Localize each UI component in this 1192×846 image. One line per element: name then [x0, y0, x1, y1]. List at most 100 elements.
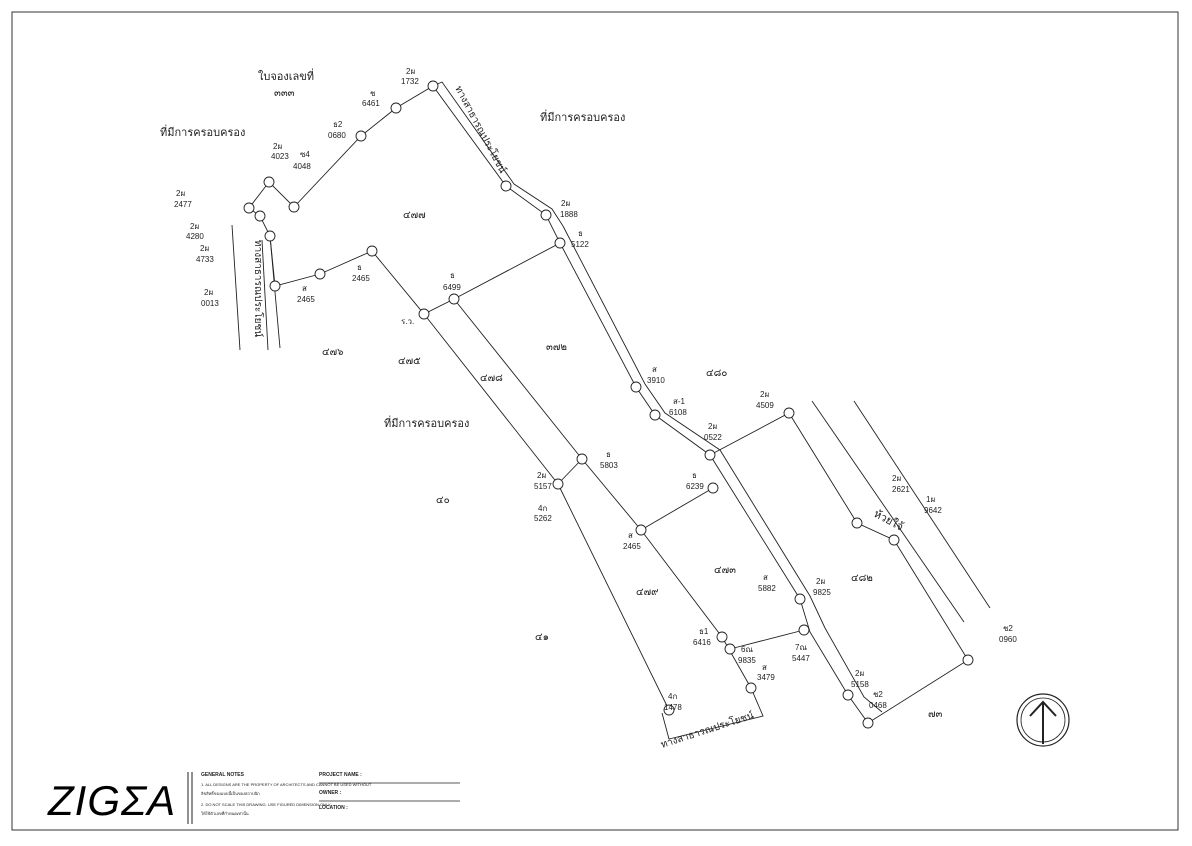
point-number: 5882	[758, 584, 776, 593]
point-number: 5447	[792, 654, 810, 663]
point-code: 2ผ	[561, 199, 570, 208]
point-number: 3479	[757, 673, 775, 682]
point-number: 2465	[623, 542, 641, 551]
point-code: ธ	[578, 229, 583, 238]
survey-point-markers	[243, 80, 974, 729]
point-number: 0468	[869, 701, 887, 710]
point-number: 2465	[352, 274, 370, 283]
possessed-label-left: ที่มีการครอบครอง	[160, 124, 245, 139]
parcel-number: ๔๑	[535, 632, 549, 643]
point-code: 2ผ	[176, 189, 185, 198]
point-code: 2ผ	[190, 222, 199, 231]
point-number: 4509	[756, 401, 774, 410]
point-number: 0522	[704, 433, 722, 442]
parcel-number: ๔๗๘	[480, 373, 503, 384]
point-code: 2ผ	[200, 244, 209, 253]
parcel-number: ๔๘๒	[851, 573, 873, 584]
point-number: 2465	[297, 295, 315, 304]
public-road-label-top: ทางสาธารณประโยชน์	[452, 83, 509, 175]
point-code: ช	[370, 89, 376, 98]
point-code: 2ผ	[816, 577, 825, 586]
point-number: 1888	[560, 210, 578, 219]
point-number: 4280	[186, 232, 204, 241]
point-code: ส	[302, 284, 307, 293]
point-number: 9825	[813, 588, 831, 597]
point-number: 4023	[271, 152, 289, 161]
point-code: 4ก	[668, 692, 677, 701]
point-number: 9835	[738, 656, 756, 665]
point-code: ช2	[1003, 624, 1013, 633]
point-number: 4733	[196, 255, 214, 264]
company-logo: ZIGΣA	[47, 777, 176, 824]
point-number: 0013	[201, 299, 219, 308]
possessed-label-center: ที่มีการครอบครอง	[384, 415, 469, 430]
general-note-1: 1. ALL DESIGNS ARE THE PROPERTY OF ARCHI…	[201, 782, 372, 787]
point-code: ธ	[450, 271, 455, 280]
parcel-number: ๗๓	[928, 709, 943, 720]
point-number: 5158	[851, 680, 869, 689]
parcel-number: ๓๗๒	[546, 342, 567, 353]
point-code: ส	[762, 663, 767, 672]
point-number: 6416	[693, 638, 711, 647]
point-number: 0680	[328, 131, 346, 140]
point-code: ธ	[606, 450, 611, 459]
point-code: ส	[628, 531, 633, 540]
possessed-label-top: ที่มีการครอบครอง	[540, 109, 625, 124]
point-number: 2621	[892, 485, 910, 494]
sheet-border	[11, 11, 1179, 831]
point-number: 3910	[647, 376, 665, 385]
point-code: 2ผ	[892, 474, 901, 483]
public-road-label-bottom: ทางสาธารณประโยชน์	[659, 708, 756, 750]
point-number: 5803	[600, 461, 618, 470]
point-code: ธ	[692, 471, 697, 480]
point-code: 2ผ	[406, 67, 415, 76]
point-number: 5262	[534, 514, 552, 523]
parcel-number: ๔๗๗	[403, 210, 426, 221]
point-number: 6499	[443, 283, 461, 292]
point-code: 7ณ	[795, 643, 807, 652]
point-code: ช2	[873, 690, 883, 699]
point-code: 4ก	[538, 504, 547, 513]
point-code: ร.ว.	[401, 317, 414, 326]
owner-label: OWNER :	[319, 790, 342, 796]
point-code: 2ผ	[537, 471, 546, 480]
point-code: ธ2	[333, 120, 343, 129]
point-number: 5122	[571, 240, 589, 249]
parcel-number: ๔๐	[436, 495, 450, 506]
point-code: 2ผ	[204, 288, 213, 297]
parcel-number: ๔๗๖	[322, 347, 343, 358]
general-note-1-thai: ลิขสิทธิ์ของแบบนี้เป็นของสถาปนิก	[200, 789, 260, 796]
parcel-number: ๔๘๐	[706, 368, 727, 379]
north-arrow-icon	[1016, 693, 1070, 747]
general-notes-title: GENERAL NOTES	[201, 772, 245, 778]
point-code: 2ผ	[708, 422, 717, 431]
point-number: 5157	[534, 482, 552, 491]
boundary-lines	[231, 81, 991, 740]
title-block: ZIGΣA GENERAL NOTES 1. ALL DESIGNS ARE T…	[47, 772, 460, 824]
creek-label: ห้วยใจ้	[872, 507, 906, 533]
parcel-number: ๔๗๕	[398, 356, 421, 367]
point-number: 1478	[664, 703, 682, 712]
point-code: ส-1	[673, 397, 686, 406]
point-code: ส	[652, 365, 657, 374]
parcel-numbers: ๔๗๗ ๔๗๖ ๔๗๕ ๔๗๘ ๓๗๒ ๔๘๐ ๔๐ ๔๗๓ ๔๗๙ ๔๘๒ ๔…	[322, 210, 943, 720]
point-code: 2ผ	[855, 669, 864, 678]
general-note-2: 2. DO NOT SCALE THIS DRAWING. USE FIGURE…	[201, 802, 331, 807]
project-name-label: PROJECT NAME :	[319, 772, 362, 778]
point-number: 9642	[924, 506, 942, 515]
point-code: 1ผ	[926, 495, 935, 504]
point-code: ธ1	[699, 627, 709, 636]
location-label: LOCATION :	[319, 805, 348, 811]
public-road-label-left: ทางสาธารณประโยชน์	[252, 240, 265, 337]
point-number: 6239	[686, 482, 704, 491]
parcel-number: ๔๗๓	[714, 565, 736, 576]
point-code: 2ผ	[273, 142, 282, 151]
point-number: 6461	[362, 99, 380, 108]
point-number: 4048	[293, 162, 311, 171]
point-number: 6108	[669, 408, 687, 417]
reserve-title: ใบจองเลขที่	[258, 68, 314, 83]
point-code: 6ณ	[741, 645, 753, 654]
